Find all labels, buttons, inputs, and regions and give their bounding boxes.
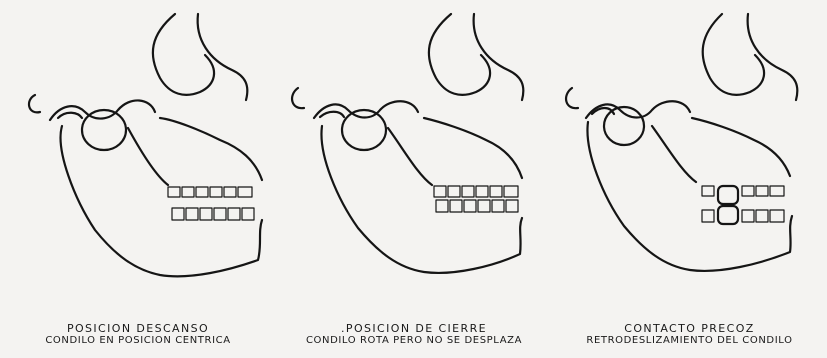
ear-canal: [292, 88, 304, 108]
panel-caption-rest: POSICION DESCANSO CONDILO EN POSICION CE…: [0, 322, 276, 347]
contact-tooth-upper: [718, 186, 738, 204]
upper-teeth: [702, 186, 784, 196]
lower-teeth: [436, 200, 518, 212]
upper-teeth: [434, 186, 518, 197]
skull-jaw-drawing-premature-contact: [552, 0, 827, 300]
condyle: [342, 110, 386, 150]
glenoid-fossa: [586, 101, 690, 118]
ear-canal: [29, 95, 40, 112]
skull-jaw-drawing-rest: [0, 0, 276, 300]
condyle: [82, 110, 126, 150]
caption-subtitle: RETRODESLIZAMIENTO DEL CONDILO: [552, 335, 827, 347]
caption-subtitle: CONDILO EN POSICION CENTRICA: [0, 335, 276, 347]
upper-teeth: [168, 187, 252, 197]
maxilla-outline: [160, 118, 262, 180]
articular-disc: [320, 112, 344, 117]
cranium-outline: [429, 14, 523, 100]
maxilla-outline: [692, 118, 790, 176]
caption-title: CONTACTO PRECOZ: [552, 322, 827, 335]
mandible-outline: [61, 126, 262, 276]
lower-teeth: [172, 208, 254, 220]
panel-caption-premature-contact: CONTACTO PRECOZ RETRODESLIZAMIENTO DEL C…: [552, 322, 827, 347]
lower-teeth: [702, 210, 784, 222]
panel-caption-closure: .POSICION DE CIERRE CONDILO ROTA PERO NO…: [276, 322, 552, 347]
skull-jaw-drawing-closure: [276, 0, 552, 300]
caption-subtitle: CONDILO ROTA PERO NO SE DESPLAZA: [276, 335, 552, 347]
cranium-outline: [703, 14, 798, 100]
ear-canal: [566, 88, 578, 108]
contact-tooth-lower: [718, 206, 738, 224]
cranium-outline: [153, 14, 247, 100]
articular-disc: [58, 113, 82, 118]
caption-title: POSICION DESCANSO: [0, 322, 276, 335]
maxilla-outline: [424, 118, 522, 178]
caption-title: .POSICION DE CIERRE: [276, 322, 552, 335]
